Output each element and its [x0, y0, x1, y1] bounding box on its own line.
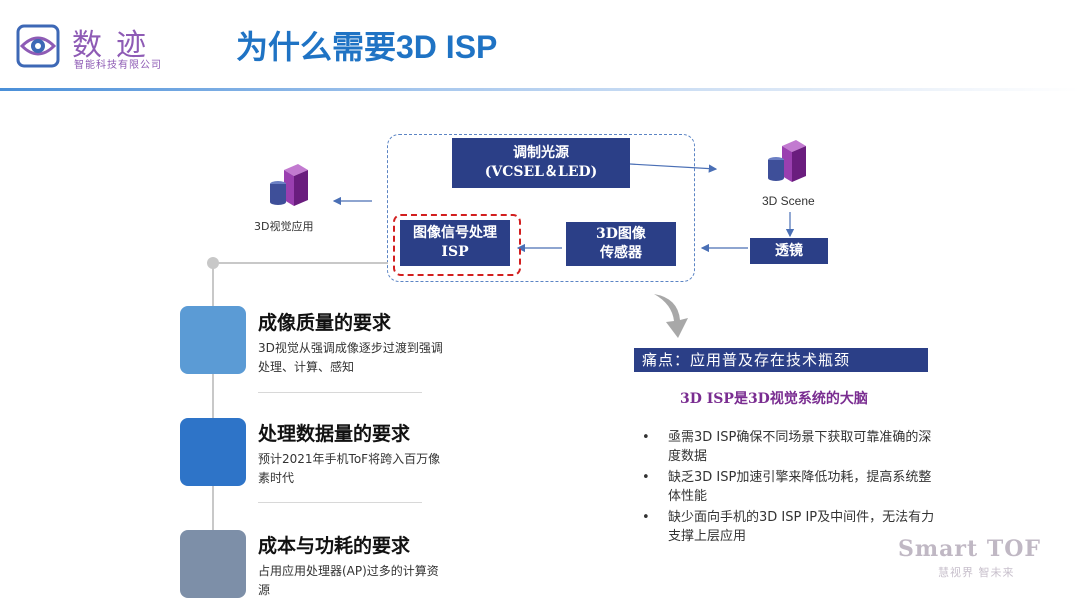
timeline-dot [207, 257, 219, 269]
isp-highlight-frame [393, 214, 521, 276]
requirement-desc: 3D视觉从强调成像逐步过渡到强调处理、计算、感知 [258, 341, 443, 374]
requirement-title: 成像质量的要求 [258, 312, 392, 334]
isp-box: 图像信号处理 ISP [400, 220, 510, 266]
timeline-connector [212, 262, 388, 264]
isp-label: 图像信号处理 [413, 225, 497, 241]
label-3d-app: 3D视觉应用 [254, 220, 314, 233]
list-item: 亟需3D ISP确保不同场景下获取可靠准确的深度数据 [640, 428, 940, 466]
isp-sublabel: ISP [441, 244, 469, 260]
curved-arrow-icon [654, 294, 688, 338]
sensor-label: 3D图像 [596, 226, 646, 242]
isp-system-frame [387, 134, 695, 282]
requirement-desc: 占用应用处理器(AP)过多的计算资源 [258, 564, 439, 597]
pain-subtitle: 3D ISP是3D视觉系统的大脑 [680, 391, 868, 407]
requirement-marker-3 [180, 530, 246, 598]
sensor-box: 3D图像 传感器 [566, 222, 676, 266]
label-3d-scene: 3D Scene [762, 194, 815, 208]
requirement-marker-1 [180, 306, 246, 374]
list-item: 缺少面向手机的3D ISP IP及中间件，无法有力支撑上层应用 [640, 508, 940, 546]
requirement-marker-2 [180, 418, 246, 486]
requirement-desc: 预计2021年手机ToF将跨入百万像素时代 [258, 452, 441, 485]
pain-bullet-list: 亟需3D ISP确保不同场景下获取可靠准确的深度数据 缺乏3D ISP加速引擎来… [640, 428, 940, 548]
arrow-to-scene [629, 163, 718, 173]
page-title: 为什么需要3D ISP [236, 29, 498, 65]
requirement-title: 成本与功耗的要求 [258, 535, 411, 557]
logo-name: 数迹 [72, 28, 160, 63]
3d-cube-icon [270, 164, 308, 206]
requirement-title: 处理数据量的要求 [258, 423, 411, 445]
list-item: 缺乏3D ISP加速引擎来降低功耗，提高系统整体性能 [640, 468, 940, 506]
lens-box: 透镜 [750, 238, 828, 264]
sensor-sublabel: 传感器 [600, 245, 642, 261]
watermark-subtitle: 慧视界 智未来 [938, 566, 1015, 579]
divider [258, 502, 422, 503]
divider [258, 392, 422, 393]
3d-scene-icon [768, 140, 806, 182]
vcsel-sublabel: (VCSEL＆LED) [484, 164, 598, 180]
logo-eye-icon [16, 24, 60, 68]
vcsel-label: 调制光源 [513, 145, 569, 161]
pain-point-bar: 痛点：应用普及存在技术瓶颈 [634, 348, 928, 372]
header-divider [0, 88, 1080, 91]
vcsel-box: 调制光源 (VCSEL＆LED) [452, 138, 630, 188]
logo-subtitle: 智能科技有限公司 [74, 60, 162, 71]
watermark-title: Smart TOF [898, 536, 1041, 562]
